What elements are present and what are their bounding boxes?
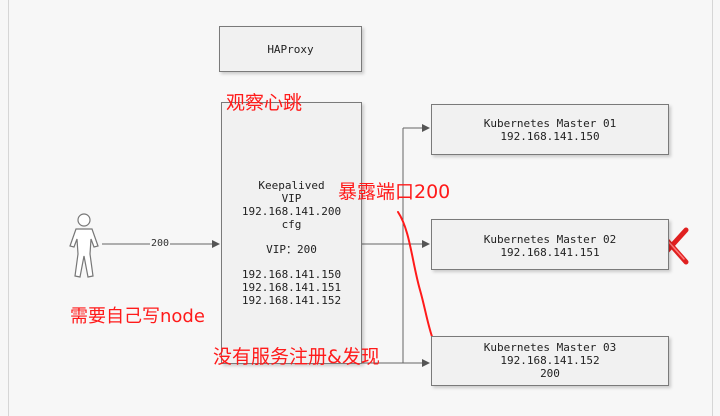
keepalived-box: Keepalived VIP 192.168.141.200 cfg VIP：2…: [221, 102, 362, 364]
master-01-ip: 192.168.141.150: [500, 130, 600, 143]
annotation-expose-port: 暴露端口200: [338, 181, 451, 203]
client-link-label: 200: [150, 238, 171, 249]
master-03-ip: 192.168.141.152: [500, 354, 600, 367]
page-border-right: [712, 0, 713, 416]
haproxy-box: HAProxy: [219, 26, 362, 72]
master-03-box: Kubernetes Master 03 192.168.141.152 200: [431, 336, 669, 386]
master-02-ip: 192.168.141.151: [500, 246, 600, 259]
annotation-need-node: 需要自己写node: [70, 306, 205, 327]
master-02-box: Kubernetes Master 02 192.168.141.151: [431, 219, 669, 270]
master-01-name: Kubernetes Master 01: [483, 117, 617, 130]
master-03-port: 200: [540, 367, 560, 380]
keepalived-vip-label: VIP: [281, 192, 302, 205]
keepalived-server-1: 192.168.141.150: [241, 268, 342, 281]
master-01-box: Kubernetes Master 01 192.168.141.150: [431, 104, 669, 155]
master-03-name: Kubernetes Master 03: [483, 341, 617, 354]
keepalived-server-3: 192.168.141.152: [241, 294, 342, 307]
master-02-name: Kubernetes Master 02: [483, 233, 617, 246]
keepalived-vip-ip: 192.168.141.200: [241, 205, 342, 218]
haproxy-title: HAProxy: [267, 43, 314, 56]
person-icon: [69, 213, 99, 278]
keepalived-cfg: cfg: [281, 218, 302, 231]
page-border-left: [8, 0, 9, 416]
keepalived-vip-port: VIP：200: [266, 243, 317, 256]
annotation-no-service-registry: 没有服务注册&发现: [213, 346, 380, 368]
annotation-observe-heartbeat: 观察心跳: [226, 92, 303, 114]
keepalived-server-2: 192.168.141.151: [241, 281, 342, 294]
keepalived-title: Keepalived: [258, 179, 325, 192]
